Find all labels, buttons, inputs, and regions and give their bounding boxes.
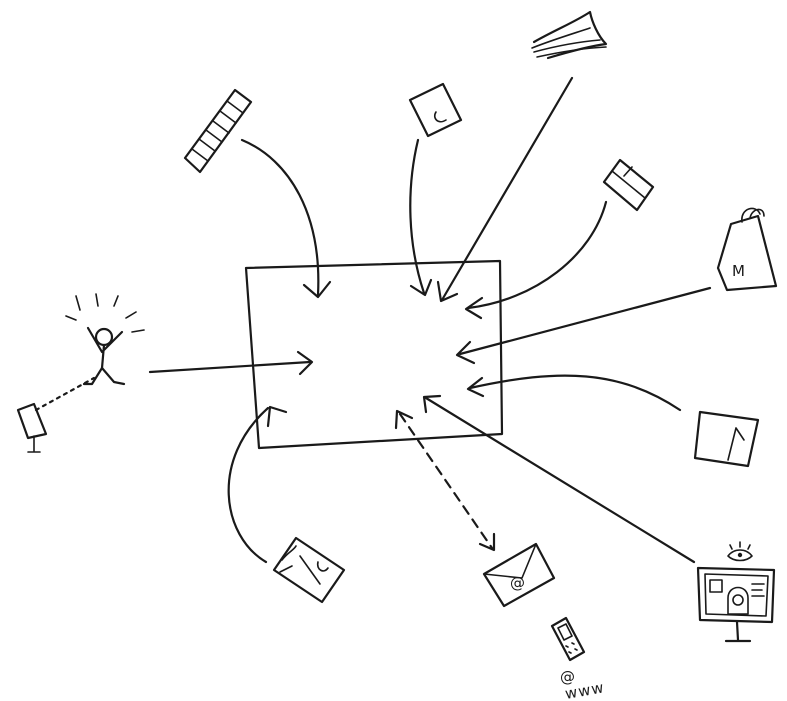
arrow-bag-to-hub [458,286,712,356]
arrow-document-to-hub [409,138,426,295]
arrow-person-to-hub [148,360,312,374]
arrow-book-to-hub [440,76,574,302]
document-icon [408,82,463,138]
brochure-icon [272,536,346,604]
arrow-brochure-to-hub [227,406,270,564]
arrow-film-to-hub [240,138,320,297]
arrow-card-to-hub [466,200,608,310]
email-at-sign: @ [510,574,526,592]
arrow-folded-card-to-hub [468,374,682,412]
dotted-link-signboard-person [34,376,96,412]
shopping-bag-icon: M [716,207,778,292]
open-book-icon [531,10,608,60]
phone-at-sign: @ [560,668,576,686]
phone-www-caption: www [564,678,606,701]
small-signboard-icon [16,402,48,453]
billboard-screen-icon [696,541,776,643]
dashed-arrow-email-hub [398,412,494,550]
email-envelope-icon: @ [482,542,556,608]
folded-card-icon [693,410,760,468]
two-panel-card-icon [602,158,655,212]
mobile-phone-icon: @ www [550,616,606,701]
arrow-billboard-to-hub [424,396,696,564]
film-strip-icon [183,88,253,174]
shopping-bag-label: M [732,262,746,280]
cheering-person-icon [65,293,145,386]
